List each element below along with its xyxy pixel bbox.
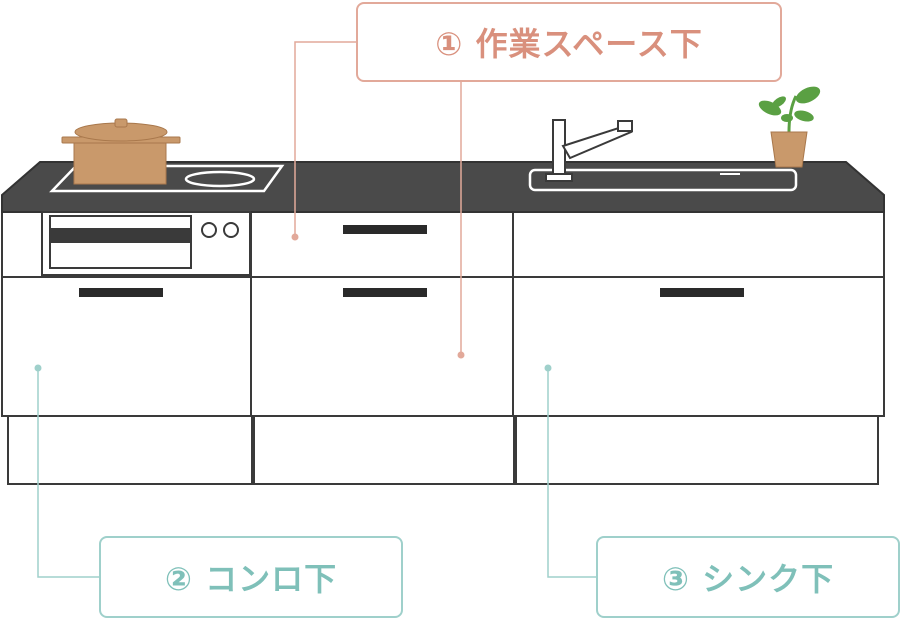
dishwasher-panel (41, 211, 251, 276)
leader-lines-work-space (294, 41, 462, 355)
knob-icon (201, 222, 217, 238)
drawer-handles (79, 225, 744, 297)
label-sink: ③ シンク下 (596, 536, 900, 618)
knob-icon (223, 222, 239, 238)
label-stove: ② コンロ下 (99, 536, 403, 618)
sink (528, 168, 798, 192)
countertop (1, 161, 885, 213)
label-work-space: ① 作業スペース下 (356, 2, 782, 82)
marker-dot (457, 351, 465, 359)
marker-dot (291, 233, 299, 241)
cooktop (49, 164, 285, 193)
plant-icon (758, 86, 821, 168)
faucet-icon (545, 119, 633, 182)
plinth (7, 413, 879, 485)
marker-dot (544, 364, 552, 372)
leader-lines-stove-sink (37, 368, 596, 578)
pot-icon (61, 118, 181, 185)
label-work-space-text: ① 作業スペース下 (435, 25, 703, 63)
marker-dot (34, 364, 42, 372)
label-sink-text: ③ シンク下 (661, 560, 835, 598)
label-stove-text: ② コンロ下 (164, 560, 338, 598)
